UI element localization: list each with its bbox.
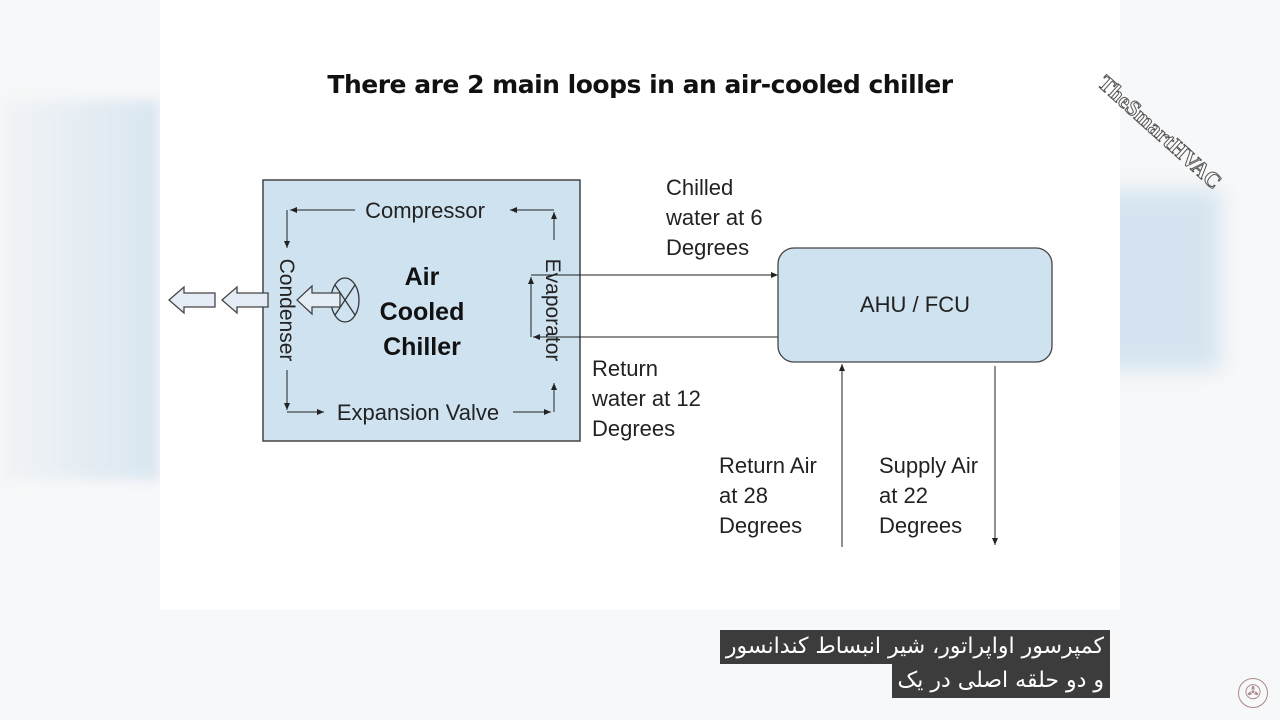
subtitle-line1: کمپرسور اواپراتور، شیر انبساط کندانسور (719, 630, 1110, 664)
chiller-box (262, 179, 581, 442)
channel-fan-icon[interactable]: ✇ (1238, 678, 1268, 708)
supply-air-line3: Degrees (879, 513, 962, 538)
return-water-line1: Return (592, 356, 658, 381)
return-air-line1: Return Air (719, 453, 817, 478)
ahu-fcu-label: AHU / FCU (860, 292, 970, 317)
slide-title: There are 2 main loops in an air-cooled … (327, 70, 953, 99)
return-air-line2: at 28 (719, 483, 768, 508)
return-air-line3: Degrees (719, 513, 802, 538)
return-water-line2: water at 12 (591, 386, 701, 411)
center-line1: Air (405, 263, 440, 291)
ahu-fcu-box (777, 247, 1053, 363)
background-blur-left (0, 100, 160, 480)
return-water-line3: Degrees (592, 416, 675, 441)
supply-air-line2: at 22 (879, 483, 928, 508)
chilled-water-line3: Degrees (666, 235, 749, 260)
expansion-valve-label: Expansion Valve (337, 400, 499, 425)
evaporator-label: Evaporator (541, 259, 564, 362)
subtitles: کمپرسور اواپراتور، شیر انبساط کندانسور و… (719, 630, 1110, 698)
chilled-water-line2: water at 6 (665, 205, 763, 230)
center-line2: Cooled (380, 298, 465, 326)
compressor-label: Compressor (365, 198, 485, 223)
exhaust-air-arrows (168, 284, 341, 316)
chilled-water-line1: Chilled (666, 175, 733, 200)
condenser-label: Condenser (275, 259, 298, 362)
supply-air-line1: Supply Air (879, 453, 978, 478)
subtitle-line2: و دو حلقه اصلی در یک (891, 664, 1110, 698)
center-line3: Chiller (383, 333, 461, 361)
